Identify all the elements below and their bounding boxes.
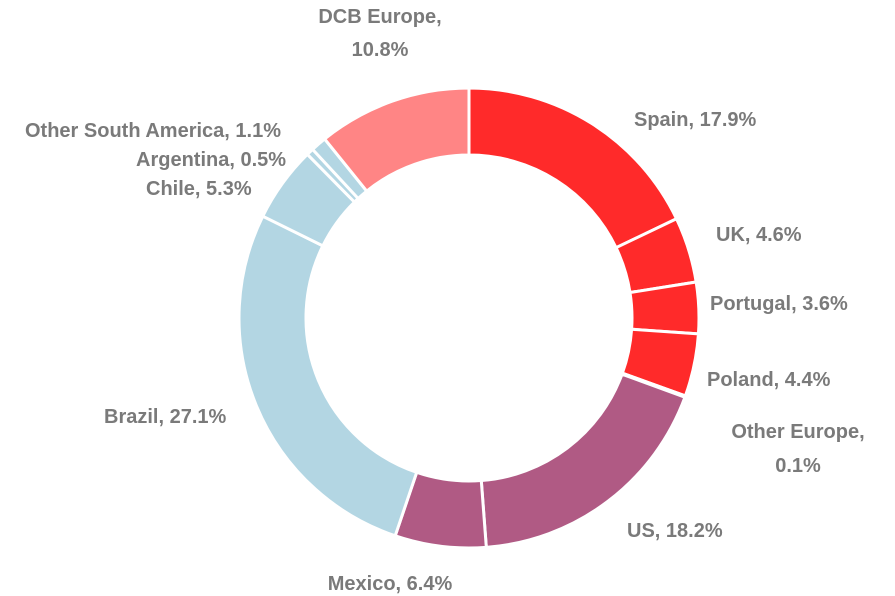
slice-portugal	[628, 280, 701, 336]
label-argentina: Argentina, 0.5%	[136, 149, 286, 171]
label-chile: Chile, 5.3%	[146, 178, 252, 200]
label-other-europe: Other Europe,0.1%	[731, 421, 864, 477]
label-mexico: Mexico, 6.4%	[328, 573, 453, 595]
slice-brazil	[237, 214, 419, 538]
label-spain: Spain, 17.9%	[634, 109, 756, 131]
donut-slices	[237, 86, 701, 550]
label-dcb-europe: DCB Europe,10.8%	[318, 6, 441, 61]
label-uk: UK, 4.6%	[716, 224, 802, 246]
label-other-south-america: Other South America, 1.1%	[25, 120, 281, 142]
label-us: US, 18.2%	[627, 520, 723, 542]
slice-dcb-europe	[322, 86, 471, 194]
slice-labels: Spain, 17.9% UK, 4.6% Portugal, 3.6% Poland…	[25, 6, 865, 595]
label-brazil: Brazil, 27.1%	[104, 406, 227, 428]
label-portugal: Portugal, 3.6%	[710, 293, 848, 315]
label-poland: Poland, 4.4%	[707, 369, 831, 391]
